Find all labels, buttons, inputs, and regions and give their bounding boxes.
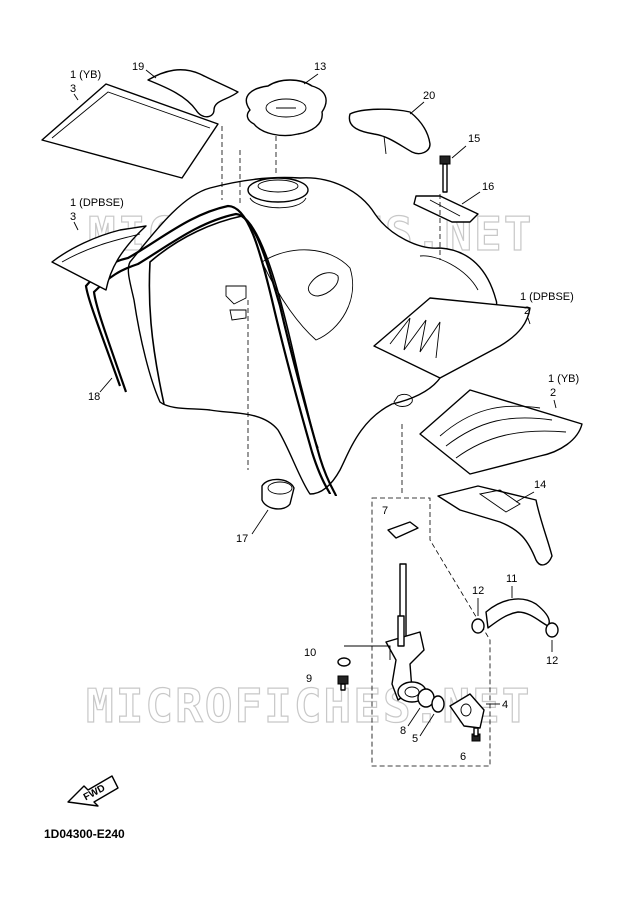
part-11-fuel-hose [485,598,550,629]
label-15: 15 [468,133,480,145]
label-1-yb-right-sub: 2 [550,387,556,399]
part-15-bolt [439,155,451,193]
part-19-cushion [147,69,239,118]
part-1-yb-graphic-left [41,83,219,179]
label-19: 19 [132,61,144,73]
label-1-yb-right: 1 (YB) [548,373,579,385]
part-1-yb-graphic-right [419,389,583,475]
label-16: 16 [482,181,494,193]
label-11: 11 [506,573,517,585]
part-fuel-tank [127,176,498,495]
part-17-grommet [261,478,295,510]
part-1-dpbse-graphic-right [373,297,531,379]
part-18-seal-strip [84,204,338,497]
part-1-dpbse-graphic-left [51,225,147,291]
part-12-clip-a [471,618,485,634]
label-1-dpbse-left-sub: 3 [70,211,76,223]
part-5-o-ring [431,695,445,713]
label-17: 17 [236,533,248,545]
label-13: 13 [314,61,326,73]
part-7-strainer [387,521,419,539]
label-1-dpbse-left: 1 (DPBSE) [70,197,124,209]
label-5: 5 [412,733,418,745]
label-12-b: 12 [546,655,558,667]
label-12-a: 12 [472,585,484,597]
part-20-pad [348,108,431,155]
label-8: 8 [400,725,406,737]
label-14: 14 [534,479,546,491]
label-18: 18 [88,391,100,403]
label-6: 6 [460,751,466,763]
label-10: 10 [304,647,316,659]
label-20: 20 [423,90,435,102]
label-1-dpbse-right: 1 (DPBSE) [520,291,574,303]
label-1-dpbse-right-sub: 2 [524,305,530,317]
part-10-washer [337,657,351,667]
label-7: 7 [382,505,388,517]
label-1-yb-top-sub: 3 [70,83,76,95]
label-9: 9 [306,673,312,685]
part-13-fuel-cap [245,79,327,137]
label-4: 4 [502,699,508,711]
part-6-screw [471,727,481,742]
part-12-clip-b [545,622,559,638]
fwd-arrow-icon: FWD [67,775,119,807]
label-1-yb-top: 1 (YB) [70,69,101,81]
part-4-lever [449,693,485,729]
part-9-bolt [337,675,349,691]
diagram-code: 1D04300-E240 [44,827,125,841]
part-14-damper [437,485,553,566]
